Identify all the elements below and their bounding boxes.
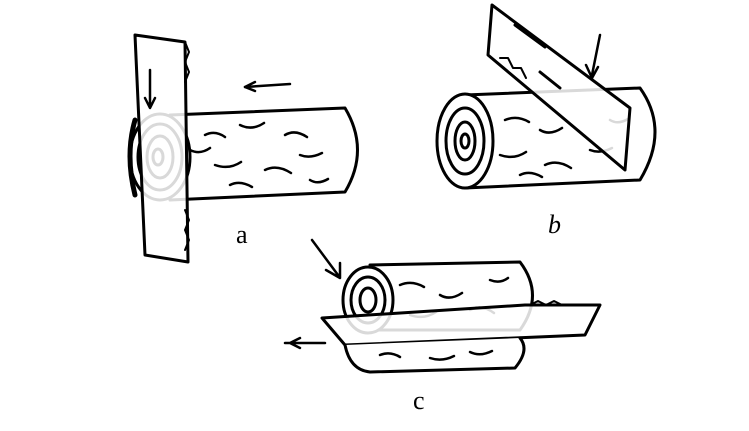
motion-arrow-icon (243, 82, 292, 89)
panel-c (283, 238, 602, 374)
log-c-lower (343, 336, 526, 374)
down-arrow-icon (584, 33, 602, 80)
label-b: b (548, 210, 561, 239)
label-c: c (413, 386, 425, 415)
panel-b (435, 3, 657, 190)
motion-arrow-icon (283, 336, 327, 350)
label-a: a (236, 220, 248, 249)
pointer-arrow-icon (310, 238, 342, 280)
down-arrow-icon (143, 68, 157, 110)
panel-a (127, 33, 359, 264)
saw-b (486, 3, 632, 172)
saw-c (320, 300, 602, 347)
saw-a (133, 33, 190, 264)
